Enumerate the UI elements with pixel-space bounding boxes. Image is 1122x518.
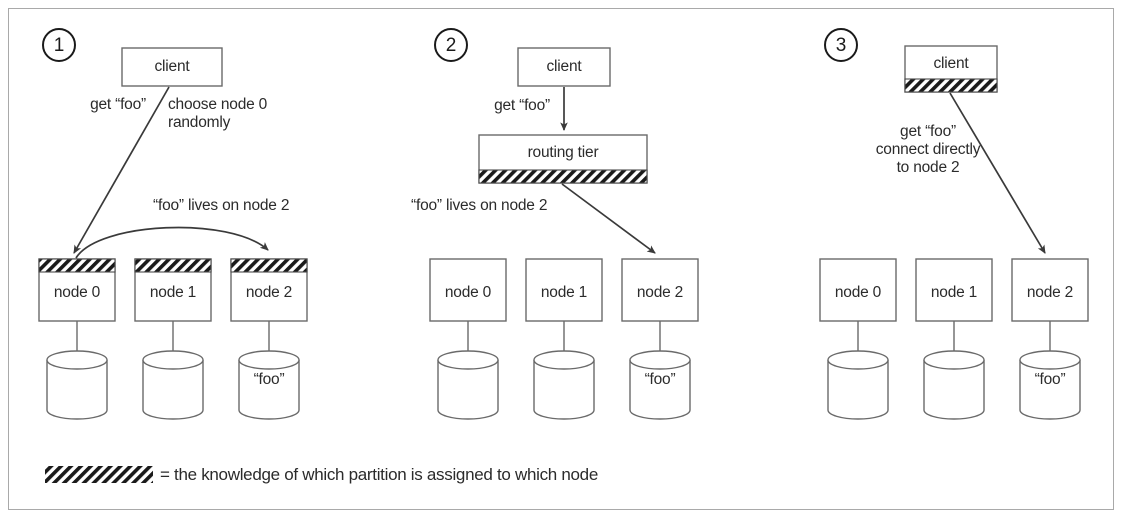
legend-text: = the knowledge of which partition is as… [160,465,598,484]
p2-node0-label: node 0 [444,284,492,301]
p2-node2-label: node 2 [636,284,684,301]
p2-client-label: client [546,58,582,75]
p1-choose-node-label-line1: choose node 0 [168,96,268,113]
p3-store2-label: “foo” [1034,371,1066,388]
p3-node1-label: node 1 [930,284,978,301]
p1-node1-label: node 1 [149,284,197,301]
p1-node2-label: node 2 [245,284,293,301]
p1-client-label: client [154,58,190,75]
p2-foo-lives-label: “foo” lives on node 2 [411,197,548,214]
p2-get-foo-label: get “foo” [494,97,550,114]
p3-client-label: client [933,55,969,72]
p3-connect-directly-label: connect directly [875,141,981,158]
panel-2-step-badge: 2 [434,28,468,62]
p3-node0-label: node 0 [834,284,882,301]
p1-choose-node-label-line2: randomly [168,114,231,131]
p3-node2-label: node 2 [1026,284,1074,301]
p1-store2-label: “foo” [253,371,285,388]
p1-node0-label: node 0 [53,284,101,301]
p2-store2-label: “foo” [644,371,676,388]
p1-foo-lives-label: “foo” lives on node 2 [153,197,290,214]
panel-3-step-badge: 3 [824,28,858,62]
p3-to-node2-label: to node 2 [896,159,960,176]
p3-get-foo-label: get “foo” [900,123,956,140]
p1-get-foo-label: get “foo” [90,96,146,113]
p2-routing-tier-label: routing tier [527,144,599,161]
figure-frame [8,8,1114,510]
panel-1-step-badge: 1 [42,28,76,62]
p2-node1-label: node 1 [540,284,588,301]
